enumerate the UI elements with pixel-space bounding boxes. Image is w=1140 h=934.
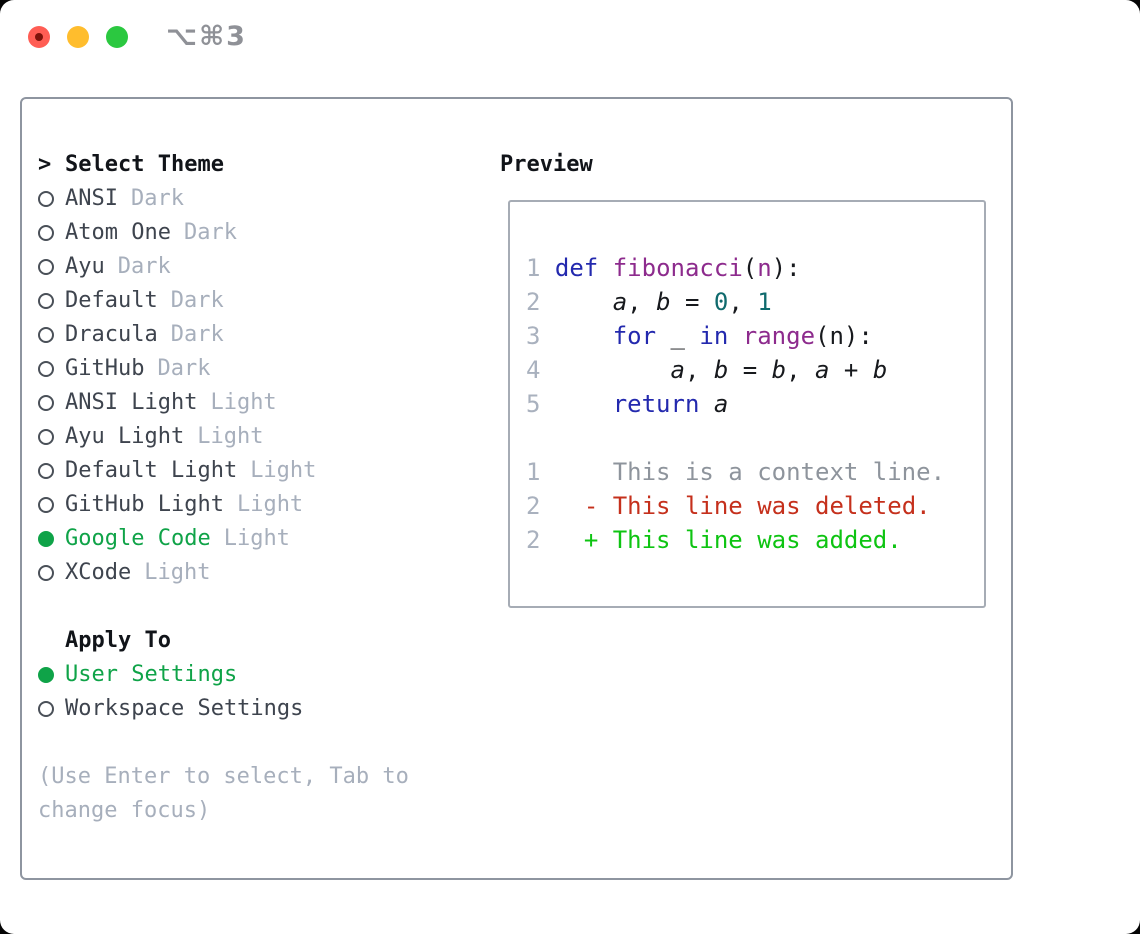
radio-icon [38, 395, 54, 411]
theme-option-atom-one[interactable]: Atom One Dark [38, 216, 458, 250]
cursor-marker-icon: > [38, 152, 52, 177]
theme-variant-label: Light [197, 424, 264, 449]
zoom-button[interactable] [106, 26, 128, 48]
theme-variant-label: Light [250, 458, 317, 483]
radio-icon [38, 701, 54, 717]
radio-icon [38, 429, 54, 445]
line-number: 4 [526, 356, 541, 384]
theme-option-default-light[interactable]: Default Light Light [38, 454, 458, 488]
minimize-button[interactable] [67, 26, 89, 48]
line-number: 2 [526, 288, 541, 316]
theme-option-github[interactable]: GitHub Dark [38, 352, 458, 386]
option-label: Default [65, 288, 158, 313]
radio-icon [38, 463, 54, 479]
select-theme-title: Select Theme [65, 152, 224, 177]
option-label: Atom One [65, 220, 171, 245]
code-line: 2 - This line was deleted. [526, 492, 931, 520]
code-line: 1 This is a context line. [526, 458, 946, 486]
option-label: ANSI Light [65, 390, 198, 415]
radio-icon [38, 293, 54, 309]
radio-icon [38, 225, 54, 241]
apply-to-title: Apply To [65, 628, 171, 653]
preview-title: Preview [500, 152, 593, 177]
radio-selected-icon [38, 531, 54, 547]
radio-icon [38, 565, 54, 581]
theme-option-ansi-light[interactable]: ANSI Light Light [38, 386, 458, 420]
option-label: User Settings [65, 662, 238, 687]
preview-pane: 1 def fibonacci(n): 2 a, b = 0, 1 3 for _ … [508, 200, 986, 608]
apply-to-header: Apply To [38, 624, 458, 658]
line-number: 2 [526, 526, 541, 554]
close-button[interactable] [28, 26, 50, 48]
theme-option-github-light[interactable]: GitHub Light Light [38, 488, 458, 522]
code-line: 1 def fibonacci(n): [526, 254, 801, 282]
theme-option-ayu-light[interactable]: Ayu Light Light [38, 420, 458, 454]
theme-variant-label: Dark [170, 288, 224, 313]
theme-variant-label: Light [210, 390, 277, 415]
theme-variant-label: Dark [170, 322, 224, 347]
line-number: 5 [526, 390, 541, 418]
theme-option-xcode[interactable]: XCode Light [38, 556, 458, 590]
help-text: (Use Enter to select, Tab to change focu… [38, 764, 409, 823]
option-label: Ayu Light [65, 424, 185, 449]
option-label: Workspace Settings [65, 696, 304, 721]
spacer [38, 590, 458, 624]
line-number: 1 [526, 254, 541, 282]
theme-option-ayu[interactable]: Ayu Dark [38, 250, 458, 284]
code-line: 2 a, b = 0, 1 [526, 288, 772, 316]
close-button-dot [35, 33, 43, 41]
option-label: Google Code [65, 526, 211, 551]
theme-variant-label: Dark [183, 220, 237, 245]
line-number: 1 [526, 458, 541, 486]
code-line [526, 421, 984, 455]
apply-option-user-settings[interactable]: User Settings [38, 658, 458, 692]
theme-option-dracula[interactable]: Dracula Dark [38, 318, 458, 352]
select-theme-header: > Select Theme [38, 148, 458, 182]
radio-icon [38, 259, 54, 275]
radio-icon [38, 361, 54, 377]
code-line: 4 a, b = b, a + b [526, 356, 888, 384]
theme-variant-label: Dark [117, 254, 171, 279]
radio-icon [38, 497, 54, 513]
code-line: 3 for _ in range(n): [526, 322, 873, 350]
radio-icon [38, 327, 54, 343]
code-preview: 1 def fibonacci(n): 2 a, b = 0, 1 3 for _ … [510, 202, 984, 557]
option-label: Dracula [65, 322, 158, 347]
option-label: XCode [65, 560, 132, 585]
theme-variant-label: Light [144, 560, 211, 585]
code-line: 2 + This line was added. [526, 526, 902, 554]
option-label: GitHub [65, 356, 145, 381]
theme-variant-label: Light [223, 526, 290, 551]
radio-selected-icon [38, 667, 54, 683]
option-label: Ayu [65, 254, 105, 279]
theme-variant-label: Dark [157, 356, 211, 381]
code-line: 5 return a [526, 390, 729, 418]
theme-option-default[interactable]: Default Dark [38, 284, 458, 318]
radio-icon [38, 191, 54, 207]
line-number: 2 [526, 492, 541, 520]
window-shortcut-label: ⌥⌘3 [166, 21, 247, 52]
theme-option-ansi[interactable]: ANSI Dark [38, 182, 458, 216]
option-label: GitHub Light [65, 492, 224, 517]
apply-option-workspace-settings[interactable]: Workspace Settings [38, 692, 458, 726]
theme-variant-label: Light [236, 492, 304, 517]
theme-option-google-code[interactable]: Google Code Light [38, 522, 458, 556]
option-label: ANSI [65, 186, 118, 211]
option-label: Default Light [65, 458, 238, 483]
theme-variant-label: Dark [130, 186, 184, 211]
line-number: 3 [526, 322, 541, 350]
